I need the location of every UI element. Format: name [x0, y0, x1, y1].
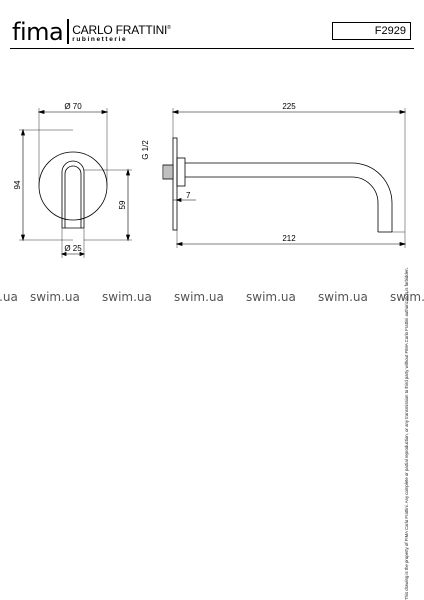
watermark-text: swim.ua — [102, 290, 152, 304]
header-rule — [10, 48, 414, 49]
watermark-text: swim.ua — [390, 290, 424, 304]
arrow-total-left — [171, 109, 179, 115]
product-code: F2929 — [332, 22, 411, 40]
label-total-length: 225 — [282, 102, 296, 111]
watermark-text: swim.ua — [318, 290, 368, 304]
watermark-text: swim.ua — [30, 290, 80, 304]
brand-divider — [67, 19, 70, 44]
arrow-total-right — [399, 109, 407, 115]
arrow-spout-diam-right — [79, 251, 86, 257]
brand-logo: fima CARLO FRATTINI® rubinetterie — [12, 18, 171, 44]
brand-side: CARLO FRATTINI® rubinetterie — [72, 22, 171, 44]
label-plate-thickness: 7 — [186, 191, 191, 200]
spout-top-edge — [185, 162, 393, 232]
label-thread: G 1/2 — [141, 140, 150, 160]
watermark-text: swim.ua — [0, 290, 18, 304]
arrow-height-bottom — [20, 234, 26, 242]
brand-subtitle: rubinetterie — [72, 36, 128, 43]
label-reach: 212 — [282, 234, 296, 243]
arrow-thickness — [175, 197, 182, 203]
watermark-text: swim.ua — [246, 290, 296, 304]
watermark-row: swim.ua swim.ua swim.ua swim.ua swim.ua … — [0, 290, 424, 306]
arrow-spout-diam-left — [60, 251, 67, 257]
wall-plate-outline — [38, 151, 108, 221]
copyright-note: This drawing is the property of FIMA Car… — [404, 267, 409, 600]
spout-bottom-edge — [185, 176, 379, 232]
front-view — [19, 108, 132, 258]
label-plate-diameter: Ø 70 — [64, 102, 82, 111]
arrow-plate-diameter-right — [101, 109, 109, 115]
brand-main: fima — [12, 18, 64, 46]
watermark-text: swim.ua — [174, 290, 224, 304]
arrow-height-top — [20, 128, 26, 136]
arrow-spout-height-bottom — [125, 234, 131, 242]
wall-plate-side — [172, 137, 178, 231]
escutcheon-collar — [176, 157, 186, 187]
brand-name: CARLO FRATTINI® — [72, 23, 171, 37]
arrow-plate-diameter-left — [37, 109, 45, 115]
registered-mark: ® — [167, 25, 171, 31]
side-view — [162, 108, 407, 248]
threaded-connector — [162, 164, 174, 180]
arrow-reach-right — [399, 241, 407, 247]
label-spout-height: 59 — [118, 200, 127, 209]
label-spout-diameter: Ø 25 — [64, 244, 82, 253]
spout-front-inner — [64, 165, 82, 228]
arrow-reach-left — [175, 241, 183, 247]
arrow-spout-height-top — [125, 168, 131, 176]
label-height: 94 — [13, 180, 22, 189]
thread-lines — [164, 165, 172, 179]
spout-front-outline — [61, 160, 85, 228]
